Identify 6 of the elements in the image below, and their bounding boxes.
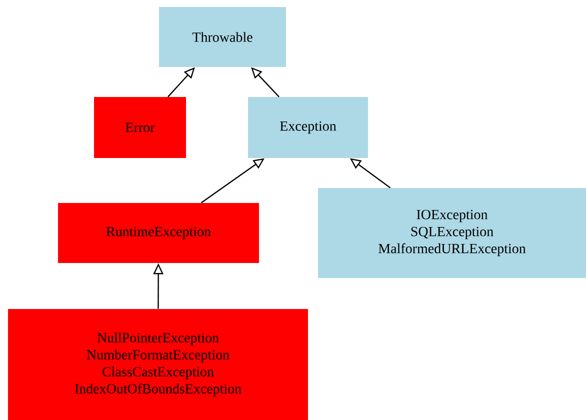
class-box: Throwable	[159, 7, 286, 67]
class-box: Error	[94, 97, 186, 158]
class-box: Exception	[248, 97, 368, 158]
class-box: IOException SQLException MalformedURLException	[318, 188, 586, 278]
class-box: NullPointerException NumberFormatException ClassCastException IndexOutOfBoundsException	[8, 309, 308, 420]
class-box: RuntimeException	[58, 203, 259, 263]
